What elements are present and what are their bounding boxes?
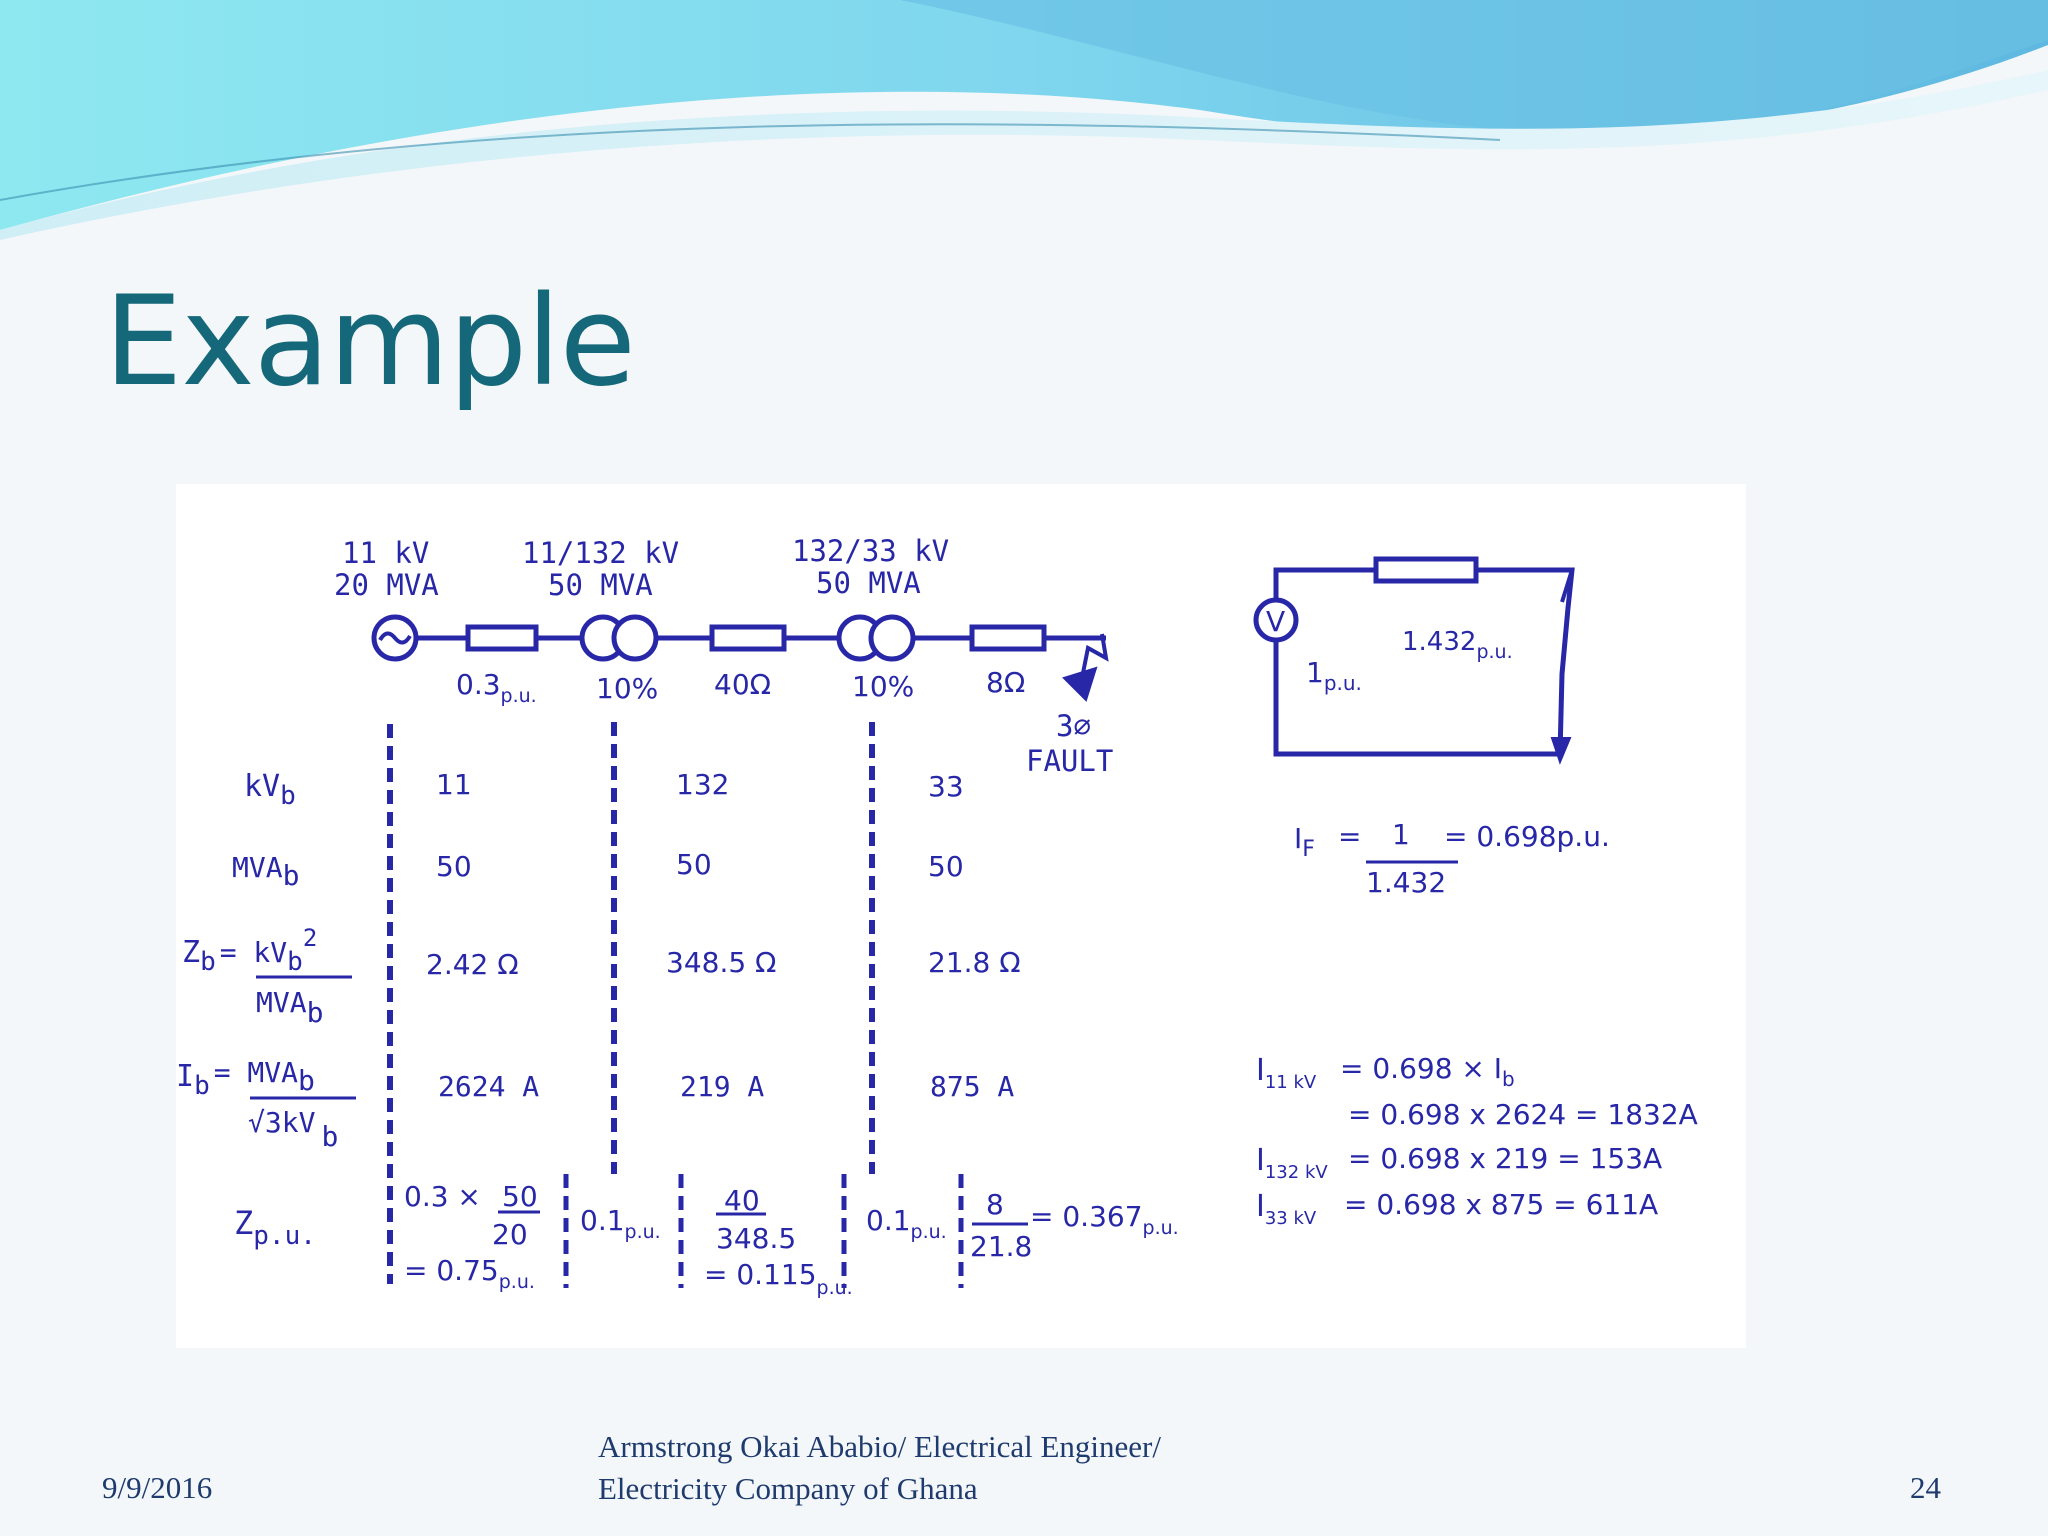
footer-page-number: 24 <box>1910 1470 1941 1505</box>
current-33kv-label: I33 kV <box>1256 1189 1317 1229</box>
ac-sine-icon <box>378 631 412 645</box>
fault-label: FAULT <box>1026 744 1113 778</box>
feeder-impedance-icon <box>969 624 1047 652</box>
line-z-label: 40Ω <box>714 668 771 701</box>
zpu-transformer-2: 0.1p.u. <box>866 1204 947 1243</box>
equivalent-impedance-icon <box>1373 556 1479 584</box>
header-wave-decoration <box>0 0 2048 240</box>
zpu-feeder-numerator: 8 <box>986 1188 1004 1221</box>
footer-date: 9/9/2016 <box>102 1470 213 1505</box>
feeder-z-label: 8Ω <box>986 666 1025 699</box>
fault-current-result: = 0.698p.u. <box>1444 820 1610 853</box>
ib-value-zone-3: 875 A <box>930 1070 1014 1103</box>
ib-value-zone-1: 2624 A <box>438 1070 539 1103</box>
fault-type-label: 3∅ <box>1056 709 1091 743</box>
zb-denominator: MVAb <box>256 986 323 1029</box>
generator-kv-label: 11 kV <box>342 536 429 570</box>
fault-current-equals: = <box>1338 820 1361 853</box>
fault-current-label: IF <box>1294 822 1315 862</box>
footer-author-line-2: Electricity Company of Ghana <box>598 1471 978 1506</box>
mvab-value-zone-1: 50 <box>436 850 472 883</box>
transformer-2-coil-icon <box>868 614 916 662</box>
one-line-diagram <box>371 614 1109 702</box>
footer-author: Armstrong Okai Ababio/ Electrical Engine… <box>598 1426 1161 1510</box>
fault-lightning-icon <box>1560 569 1574 603</box>
zone-separators <box>387 722 964 1288</box>
current-11kv-line-1: = 0.698 × Ib <box>1340 1052 1515 1091</box>
line-impedance-icon <box>709 624 787 652</box>
zpu-generator-multiplier: 0.3 × <box>404 1180 481 1213</box>
generator-mva-label: 20 MVA <box>334 568 439 602</box>
equivalent-circuit <box>1253 556 1575 765</box>
zpu-generator-result: = 0.75p.u. <box>404 1254 535 1293</box>
zpu-feeder-result: = 0.367p.u. <box>1030 1200 1179 1239</box>
zb-row-label: Zb= kVb2 <box>182 924 317 977</box>
voltage-source-label: 1p.u. <box>1306 656 1362 695</box>
fault-arrow-icon <box>1062 666 1098 702</box>
kvb-row-label: kVb <box>244 769 296 811</box>
ib-value-zone-2: 219 A <box>680 1070 764 1103</box>
generator-impedance-icon <box>465 624 539 652</box>
zb-value-zone-1: 2.42 Ω <box>426 948 519 981</box>
transformer-2-z-label: 10% <box>852 670 914 703</box>
voltage-source-icon <box>1253 597 1299 643</box>
zpu-generator-denominator: 20 <box>492 1218 528 1251</box>
fault-calculation-diagram: 11 kV 20 MVA 11/132 kV 50 MVA 132/33 kV … <box>176 484 1746 1348</box>
kvb-value-zone-3: 33 <box>928 770 964 803</box>
mvab-value-zone-3: 50 <box>928 850 964 883</box>
zb-value-zone-3: 21.8 Ω <box>928 946 1021 979</box>
fault-current-numerator: 1 <box>1392 818 1410 851</box>
zpu-row-label: Zp.u. <box>234 1204 316 1251</box>
ib-row-label: Ib= MVAb <box>176 1056 315 1101</box>
generator-z-label: 0.3p.u. <box>456 668 537 707</box>
transformer-1-ratio-label: 11/132 kV <box>522 536 679 570</box>
current-132kv-line: = 0.698 x 219 = 153A <box>1348 1142 1662 1175</box>
transformer-1-mva-label: 50 MVA <box>548 568 653 602</box>
kvb-value-zone-1: 11 <box>436 768 472 801</box>
fault-arrow-icon <box>1550 737 1572 765</box>
zb-value-zone-2: 348.5 Ω <box>666 946 776 979</box>
equivalent-circuit-top-wire <box>1273 567 1575 755</box>
mvab-value-zone-2: 50 <box>676 848 712 881</box>
zpu-line-result: = 0.115p.u. <box>704 1258 853 1299</box>
transformer-1-z-label: 10% <box>596 672 658 705</box>
footer-author-line-1: Armstrong Okai Ababio/ Electrical Engine… <box>598 1429 1161 1464</box>
fault-current-denominator: 1.432 <box>1366 866 1446 899</box>
zpu-generator-numerator: 50 <box>502 1180 538 1213</box>
voltage-source-symbol: V <box>1266 605 1285 638</box>
current-33kv-line: = 0.698 x 875 = 611A <box>1344 1188 1658 1221</box>
fault-lightning-icon <box>1078 633 1109 689</box>
zpu-line-numerator: 40 <box>724 1184 760 1217</box>
equivalent-circuit-bottom-wire <box>1273 640 1562 757</box>
equivalent-impedance-label: 1.432p.u. <box>1402 627 1513 663</box>
transformer-2-mva-label: 50 MVA <box>816 566 921 600</box>
kvb-value-zone-2: 132 <box>676 768 729 801</box>
slide-title: Example <box>104 270 636 414</box>
mvab-row-label: MVAb <box>232 851 299 892</box>
transformer-1-coil-icon <box>611 614 659 662</box>
current-132kv-label: I132 kV <box>1256 1143 1328 1183</box>
transformer-2-ratio-label: 132/33 kV <box>792 534 949 568</box>
current-11kv-line-2: = 0.698 x 2624 = 1832A <box>1348 1098 1698 1131</box>
current-11kv-label: I11 kV <box>1256 1053 1317 1093</box>
zpu-transformer-1: 0.1p.u. <box>580 1204 661 1243</box>
zpu-feeder-denominator: 21.8 <box>970 1230 1032 1263</box>
zpu-line-denominator: 348.5 <box>716 1222 796 1255</box>
